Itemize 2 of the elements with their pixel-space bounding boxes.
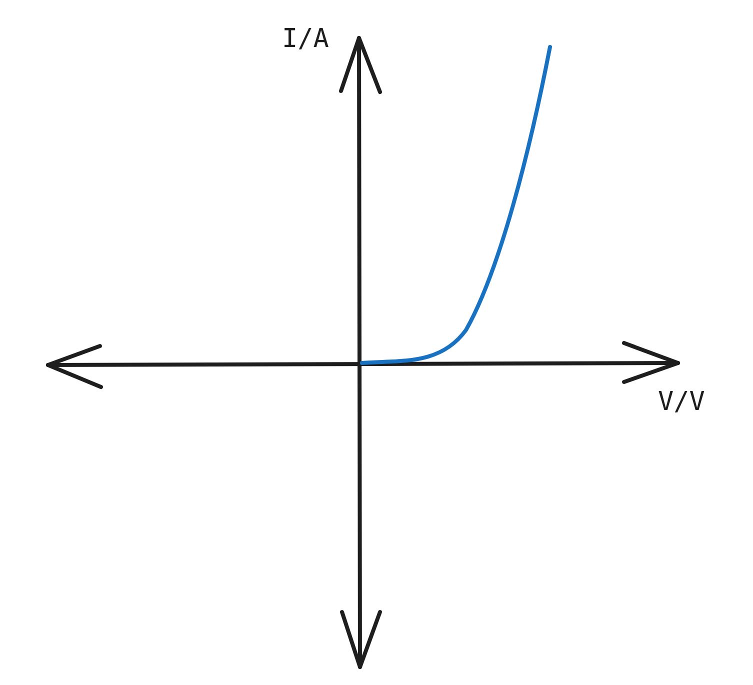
axis-label: I/A: [282, 26, 329, 52]
axis-label: V/V: [658, 389, 705, 415]
